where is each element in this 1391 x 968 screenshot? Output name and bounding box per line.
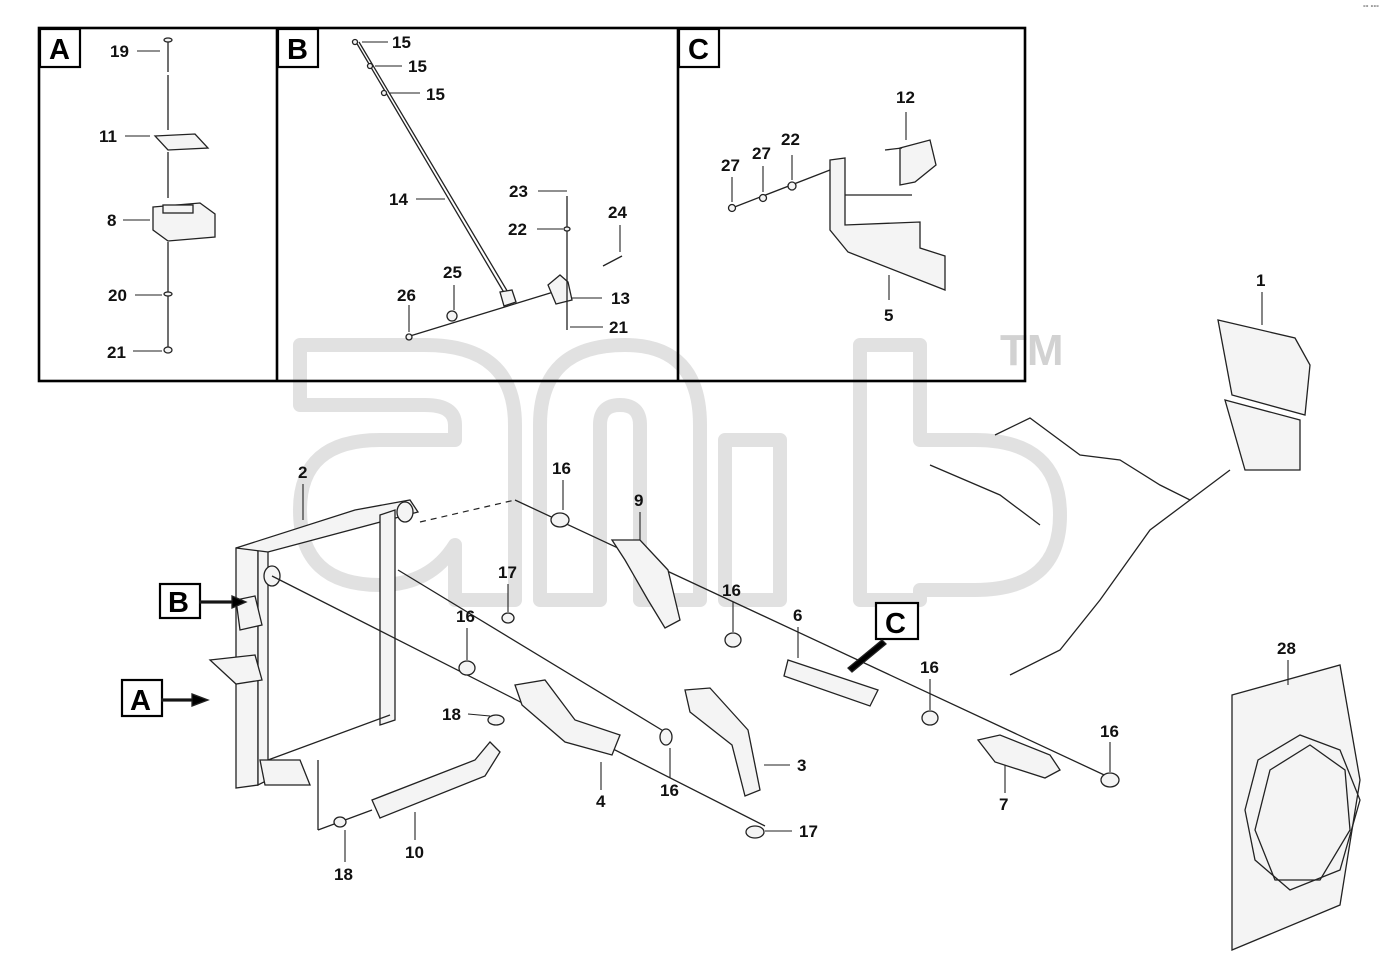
- inset-panels: A B C: [37, 26, 1027, 383]
- callout-b22: 22: [508, 220, 527, 239]
- callout-m3: 3: [797, 756, 806, 775]
- main-leader-lines: [302, 292, 1289, 862]
- callout-b15c: 15: [426, 85, 445, 104]
- callout-c27b: 27: [752, 144, 771, 163]
- callout-c27a: 27: [721, 156, 740, 175]
- corner-mark: °° °°°: [1363, 4, 1379, 12]
- pointer-a-tag: A: [130, 685, 151, 717]
- callout-b21: 21: [609, 318, 628, 337]
- pointer-b-tag: B: [168, 587, 189, 619]
- right-side-parts: [929, 319, 1361, 951]
- callout-b13: 13: [611, 289, 630, 308]
- callout-c22: 22: [781, 130, 800, 149]
- callout-m16f: 16: [660, 781, 679, 800]
- callout-a20: 20: [108, 286, 127, 305]
- callout-a8: 8: [107, 211, 116, 230]
- callout-m16e: 16: [1100, 722, 1119, 741]
- callout-m6: 6: [793, 606, 802, 625]
- callout-b15a: 15: [392, 33, 411, 52]
- callout-b26: 26: [397, 286, 416, 305]
- callout-m18b: 18: [334, 865, 353, 884]
- inset-a-parts: [123, 37, 216, 354]
- inset-b: B: [276, 27, 320, 69]
- watermark-logo: TM: [293, 326, 1067, 607]
- pointer-b: B: [158, 582, 248, 620]
- callout-m16a: 16: [552, 459, 571, 478]
- callout-b24: 24: [608, 203, 627, 222]
- inset-c: C: [677, 27, 721, 69]
- inset-a-tag: A: [49, 34, 70, 66]
- callout-m18: 18: [442, 705, 461, 724]
- callout-m2: 2: [298, 463, 307, 482]
- pointer-a: A: [120, 678, 210, 718]
- inset-a: A: [38, 27, 82, 69]
- callout-c12: 12: [896, 88, 915, 107]
- pointer-c: C: [847, 601, 920, 673]
- inset-c-tag: C: [688, 34, 709, 66]
- inset-b-parts: [351, 38, 623, 341]
- callout-m1: 1: [1256, 271, 1265, 290]
- callout-m10: 10: [405, 843, 424, 862]
- callout-m16b: 16: [456, 607, 475, 626]
- callout-labels: 19 11 8 20 21 15 15 15 14 23 22 24 25 26…: [99, 33, 1296, 884]
- callout-m4: 4: [596, 792, 606, 811]
- callout-m9: 9: [634, 491, 643, 510]
- inset-b-tag: B: [287, 34, 308, 66]
- callout-a11: 11: [99, 127, 117, 146]
- callout-m28: 28: [1277, 639, 1296, 658]
- callout-c5: 5: [884, 306, 893, 325]
- callout-b14: 14: [389, 190, 408, 209]
- callout-m16c: 16: [722, 581, 741, 600]
- callout-b23: 23: [509, 182, 528, 201]
- inset-c-parts: [727, 112, 946, 300]
- callout-m17b: 17: [799, 822, 818, 841]
- callout-b25: 25: [443, 263, 462, 282]
- callout-b15b: 15: [408, 57, 427, 76]
- callout-m7: 7: [999, 795, 1008, 814]
- pointer-c-tag: C: [885, 608, 906, 640]
- callout-a19: 19: [110, 42, 129, 61]
- radiator-assembly: [208, 499, 420, 789]
- watermark-tm: TM: [1000, 326, 1064, 375]
- callout-m16d: 16: [920, 658, 939, 677]
- callout-m17a: 17: [498, 563, 517, 582]
- callout-a21: 21: [107, 343, 126, 362]
- hoses-and-pipes: [271, 499, 1120, 839]
